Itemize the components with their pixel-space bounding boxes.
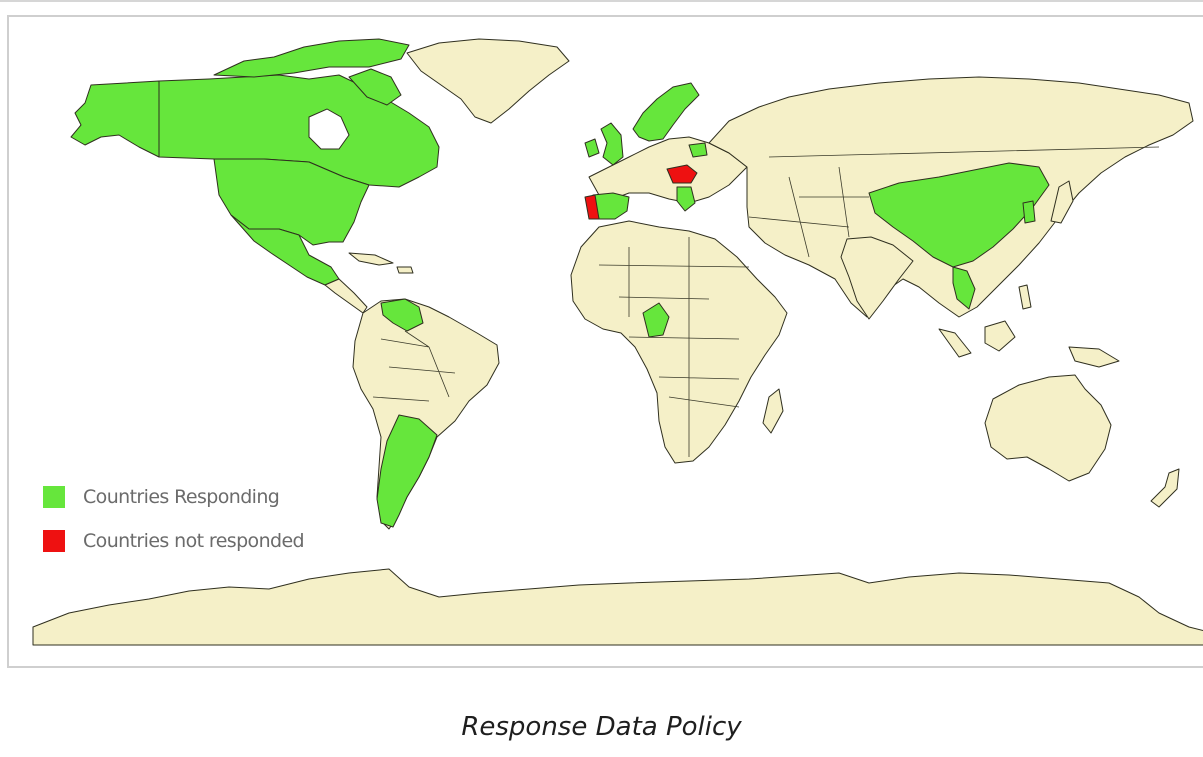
region-romania (666, 164, 698, 184)
region-vietnam (952, 266, 976, 310)
region-nz (1150, 468, 1180, 508)
region-antarctica (32, 568, 1203, 646)
region-alaska (70, 80, 160, 158)
region-japan (1050, 180, 1074, 224)
region-philippines (1018, 284, 1032, 310)
world-map-svg (32, 38, 1203, 646)
region-central-america (324, 278, 368, 314)
legend-label-responding: Countries Responding (83, 486, 280, 508)
sa-borders (372, 330, 456, 402)
region-borneo (984, 320, 1016, 352)
region-ireland (584, 138, 600, 158)
region-korea (1022, 200, 1036, 224)
region-portugal (584, 194, 600, 220)
region-south-america (352, 298, 500, 530)
map-caption: Response Data Policy (461, 712, 742, 742)
region-madagascar (762, 388, 784, 434)
region-cameroon (642, 302, 670, 338)
region-australia (984, 374, 1112, 482)
region-caribbean (348, 252, 394, 266)
region-uk (600, 122, 624, 166)
legend-swatch-responding (43, 486, 65, 508)
region-balkans (676, 186, 696, 212)
region-baffin (348, 68, 402, 106)
region-argentina (376, 414, 438, 528)
region-poland (688, 142, 708, 158)
hudson-bay (308, 108, 350, 150)
asia-borders (748, 146, 1160, 258)
legend: Countries Responding Countries not respo… (43, 485, 305, 573)
region-sumatra (938, 328, 972, 358)
top-divider (0, 0, 1203, 2)
legend-item-responding: Countries Responding (43, 485, 304, 509)
region-venezuela (380, 298, 424, 332)
region-india (840, 236, 914, 320)
africa-borders (598, 237, 750, 457)
region-china (868, 162, 1050, 268)
legend-swatch-not-responded (43, 530, 65, 552)
legend-item-not-responded: Countries not responded (43, 529, 305, 553)
world-map: Countries Responding Countries not respo… (7, 15, 1203, 668)
region-africa (570, 220, 788, 464)
region-hispaniola (396, 266, 414, 274)
region-new-guinea (1068, 346, 1120, 368)
region-scandinavia (632, 82, 700, 142)
region-greenland (406, 38, 570, 124)
legend-label-not-responded: Countries not responded (83, 530, 305, 552)
region-arctic-islands (213, 38, 410, 78)
